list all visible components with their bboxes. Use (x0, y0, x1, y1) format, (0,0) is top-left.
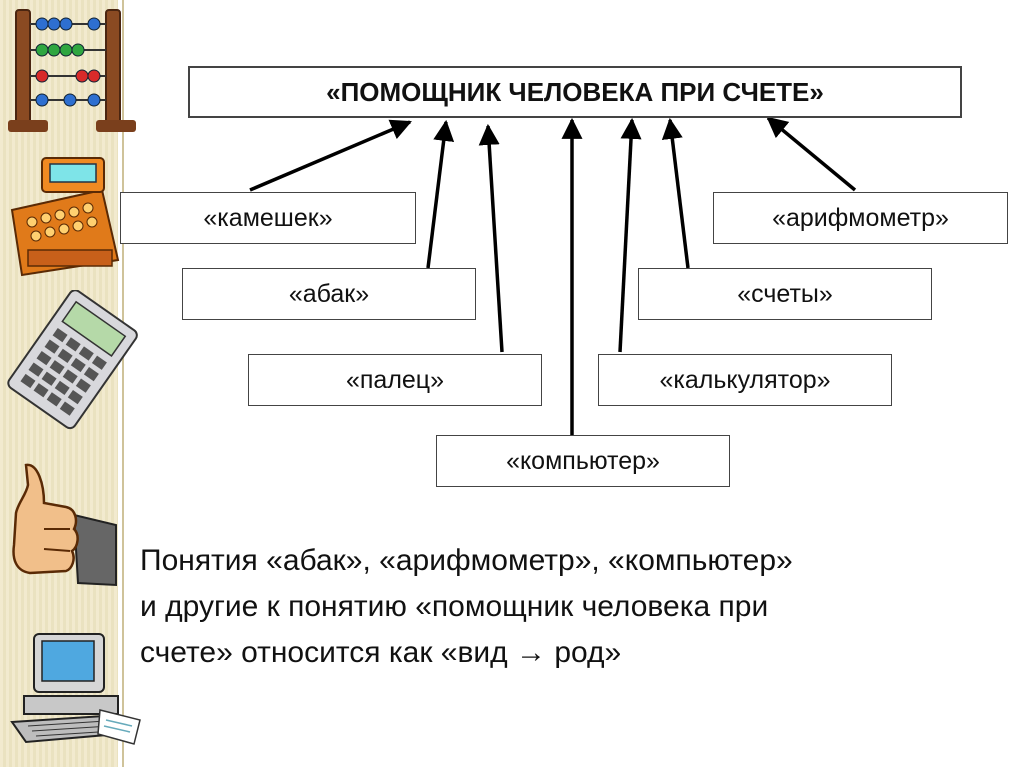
caption-line-3: счете» относится как «вид → род» (140, 636, 622, 669)
arrow-schety (661, 117, 690, 269)
caption-line-1: Понятия «абак», «арифмометр», «компьютер… (140, 544, 793, 577)
arrow-kameshek (249, 119, 412, 192)
arrow-abak (426, 119, 455, 269)
caption: Понятия «абак», «арифмометр», «компьютер… (140, 538, 1010, 676)
side-divider (122, 0, 124, 767)
calculator-icon (7, 290, 138, 430)
node-kalkulyator: «калькулятор» (598, 354, 892, 406)
node-kameshek: «камешек» (120, 192, 416, 244)
thumbs-up-icon (12, 463, 117, 587)
cash-register-icon (10, 157, 120, 277)
arrow-arifmometr (766, 116, 857, 192)
caption-line-2: и другие к понятию «помощник человека пр… (140, 590, 769, 623)
arrow-palets (478, 123, 504, 353)
node-arifmometr: «арифмометр» (713, 192, 1008, 244)
node-kompyuter: «компьютер» (436, 435, 730, 487)
node-palets: «палец» (248, 354, 542, 406)
node-schety: «счеты» (638, 268, 932, 320)
abacus-icon (8, 9, 136, 132)
root-concept-box: «ПОМОЩНИК ЧЕЛОВЕКА ПРИ СЧЕТЕ» (188, 66, 962, 118)
node-abak: «абак» (182, 268, 476, 320)
computer-icon (10, 633, 141, 745)
arrow-kalkulyator (618, 117, 642, 353)
